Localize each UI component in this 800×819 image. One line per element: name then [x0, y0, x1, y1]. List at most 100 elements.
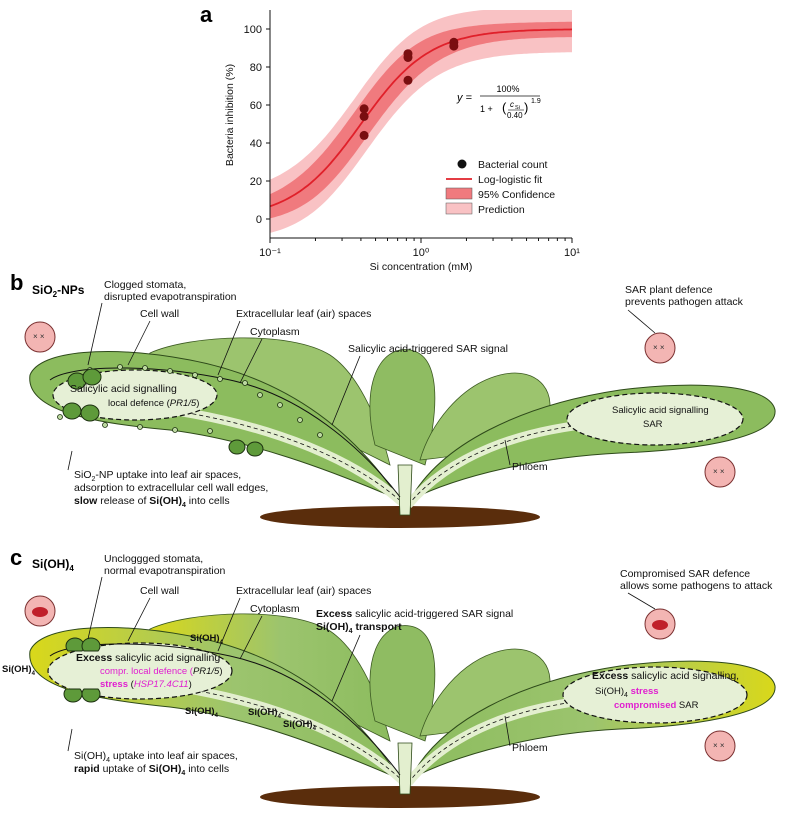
fit-formula: y = 100% 1 + ( c Si 0.40 ) 1.9	[456, 84, 541, 120]
transport-label: Si(OH)4 transport	[316, 621, 402, 635]
sa-signalling-right: Excess salicylic acid signalling,	[592, 670, 739, 682]
stem	[397, 742, 413, 795]
chart-legend: Bacterial count Log-logistic fit 95% Con…	[445, 159, 555, 216]
extracellular-label: Extracellular leaf (air) spaces	[236, 585, 371, 597]
formula-ratio-sub: Si	[515, 105, 520, 111]
extracellular-label: Extracellular leaf (air) spaces	[236, 308, 371, 320]
phloem-label: Phloem	[512, 461, 548, 473]
y-tick-label: 20	[250, 176, 262, 188]
cytoplasm-right	[566, 392, 744, 446]
stress-left-label: stress (HSP17.4C11)	[100, 679, 192, 690]
svg-text:× ×: × ×	[713, 467, 725, 476]
data-point	[359, 104, 369, 114]
y-tick-label: 60	[250, 100, 262, 112]
formula-y: y =	[456, 92, 473, 104]
legend-label-confidence: 95% Confidence	[478, 189, 555, 201]
sar-signal-label: Excess salicylic acid-triggered SAR sign…	[316, 608, 513, 620]
soil	[260, 506, 540, 528]
y-tick-label: 40	[250, 138, 262, 150]
y-axis-label: Bacteria inhibition (%)	[224, 64, 236, 166]
uptake-label: SiO2-NP uptake into leaf air spaces, ads…	[74, 469, 271, 509]
compromised-sar-label: compromised SAR	[614, 700, 699, 711]
stomata-label: Uncloggged stomata,normal evapotranspira…	[104, 553, 226, 577]
stem	[397, 464, 413, 516]
svg-text:× ×: × ×	[33, 332, 45, 341]
legend-marker-confidence	[445, 187, 473, 200]
cell-wall-label: Cell wall	[140, 585, 179, 597]
panel-b-letter: b	[10, 270, 24, 295]
pathogen-left	[24, 595, 56, 627]
svg-text:× ×: × ×	[653, 343, 665, 352]
pathogen-right-bottom: × ×	[704, 456, 736, 488]
data-point	[449, 41, 459, 51]
soil	[260, 786, 540, 808]
svg-text:): )	[524, 100, 528, 115]
confidence-band	[270, 21, 572, 219]
legend-marker-prediction	[445, 202, 473, 215]
svg-text:Si(OH)4: Si(OH)4	[283, 719, 317, 732]
pathogen-left: × ×	[24, 321, 56, 353]
prediction-band	[270, 10, 572, 233]
back-leaf-center	[369, 625, 436, 742]
svg-text:× ×: × ×	[713, 741, 725, 750]
pointer-lines	[67, 302, 656, 471]
local-defence-label: local defence (PR1/5)	[108, 398, 199, 409]
data-point	[359, 130, 369, 140]
compr-defence-label: compr. local defence (PR1/5)	[100, 666, 223, 677]
formula-numerator: 100%	[496, 84, 519, 94]
sa-signalling-right: Salicylic acid signalling	[612, 405, 709, 416]
y-tick-label: 80	[250, 62, 262, 74]
svg-text:(: (	[502, 100, 507, 115]
pointer-lines	[67, 576, 656, 752]
cytoplasm-label: Cytoplasm	[250, 603, 300, 615]
data-point	[403, 53, 413, 62]
pathogen-right-top	[644, 608, 676, 640]
sar-signal-label: Salicylic acid-triggered SAR signal	[348, 343, 508, 355]
cell-wall-line	[49, 367, 401, 498]
stomata-clogged	[62, 368, 264, 457]
panel-c-title: Si(OH)4	[32, 557, 74, 573]
pathogen-right-top: × ×	[644, 332, 676, 364]
panel-c-letter: c	[10, 545, 23, 570]
svg-text:Si(OH)4: Si(OH)4	[248, 707, 282, 720]
stomata-open	[63, 637, 101, 703]
panel-c-diagram: Si(OH)4 × × Uncloggged stomata,normal ev…	[2, 553, 776, 808]
back-leaf-center	[369, 349, 436, 466]
y-tick-label: 0	[256, 214, 262, 226]
cell-wall-label: Cell wall	[140, 308, 179, 320]
x-tick-label: 10⁰	[413, 247, 430, 259]
x-axis-label: Si concentration (mM)	[370, 261, 473, 273]
formula-denominator-prefix: 1 +	[480, 104, 493, 114]
sa-signalling-left: Salicylic acid signalling	[70, 383, 177, 395]
cytoplasm-left	[47, 642, 233, 700]
svg-text:Si(OH)4: Si(OH)4	[185, 706, 219, 719]
stress-right-label: Si(OH)4 stress	[595, 686, 659, 699]
legend-label-prediction: Prediction	[478, 204, 525, 216]
y-tick-label: 100	[244, 24, 262, 36]
sa-signalling-left: Excess salicylic acid signalling	[76, 652, 220, 664]
x-tick-label: 10⁻¹	[259, 247, 281, 259]
formula-exponent: 1.9	[531, 98, 541, 105]
panel-b-diagram: SiO2-NPs × × × × × × Clo	[24, 279, 776, 528]
legend-label-points: Bacterial count	[478, 159, 548, 171]
data-point	[403, 75, 413, 85]
pathogen-right-bottom: × ×	[704, 730, 736, 762]
sar-right: SAR	[643, 419, 663, 430]
formula-ratio-bottom: 0.40	[507, 111, 523, 120]
uptake-label: Si(OH)4 uptake into leaf air spaces, rap…	[74, 750, 241, 777]
panel-a-chart: 0 20 40 60 80 100 10⁻¹ 10⁰ 10¹ Bacteria inhibiti…	[224, 10, 580, 273]
fit-line	[269, 28, 573, 208]
legend-label-fit: Log-logistic fit	[478, 174, 542, 186]
cytoplasm-right	[562, 666, 748, 724]
stomata-label: Clogged stomata,disrupted evapotranspira…	[104, 279, 237, 303]
panel-a-letter: a	[200, 2, 213, 27]
svg-text:Si(OH)4: Si(OH)4	[2, 664, 36, 677]
panel-b-title: SiO2-NPs	[32, 283, 85, 299]
x-tick-label: 10¹	[564, 247, 580, 259]
formula-ratio-top: c	[510, 100, 514, 109]
cytoplasm-label: Cytoplasm	[250, 326, 300, 338]
phloem-label: Phloem	[512, 742, 548, 754]
data-point	[359, 111, 369, 121]
